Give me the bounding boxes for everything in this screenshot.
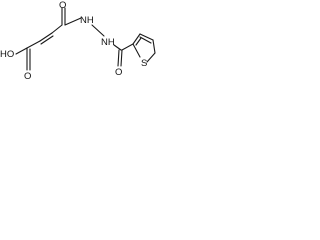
bond-ring-c5-c4 (152, 39, 156, 54)
bond-c4-nh1 (64, 17, 82, 26)
bond-ring-c4-c3-double-b (139, 36, 152, 44)
bond-oh-c1 (15, 47, 28, 55)
bond-nh1-nh2 (91, 24, 105, 37)
bond-c1-c2 (26, 40, 41, 49)
bond-ring-c4-c3-double-a (139, 33, 154, 41)
bond-ring-s-c5 (146, 52, 156, 63)
atom-label-oh: HO (0, 49, 14, 60)
bond-c5-o-double-b (120, 49, 123, 67)
atom-label-nh-1: NH (80, 15, 94, 26)
bond-nh2-c5 (113, 44, 122, 51)
atom-label-nh-2: NH (101, 37, 115, 48)
atom-label-s: S (141, 58, 147, 69)
chemical-structure-diagram: O NH NH O HO O S (0, 0, 156, 82)
bond-c2-c3-double-b (40, 35, 54, 45)
bond-c3-c4 (51, 24, 63, 34)
bond-ring-c2-s (132, 43, 141, 58)
bond-ring-c2-c3-inner (135, 37, 142, 46)
atom-label-o-bottom: O (24, 71, 31, 82)
bond-ring-c3-c2 (132, 33, 141, 45)
atom-label-o-mid: O (115, 67, 122, 78)
bond-c2-c3-double-a (39, 32, 53, 42)
bond-c5-thiophene (121, 43, 134, 51)
atom-label-o-top: O (59, 0, 66, 11)
bond-c5-o-double-a (117, 49, 120, 67)
